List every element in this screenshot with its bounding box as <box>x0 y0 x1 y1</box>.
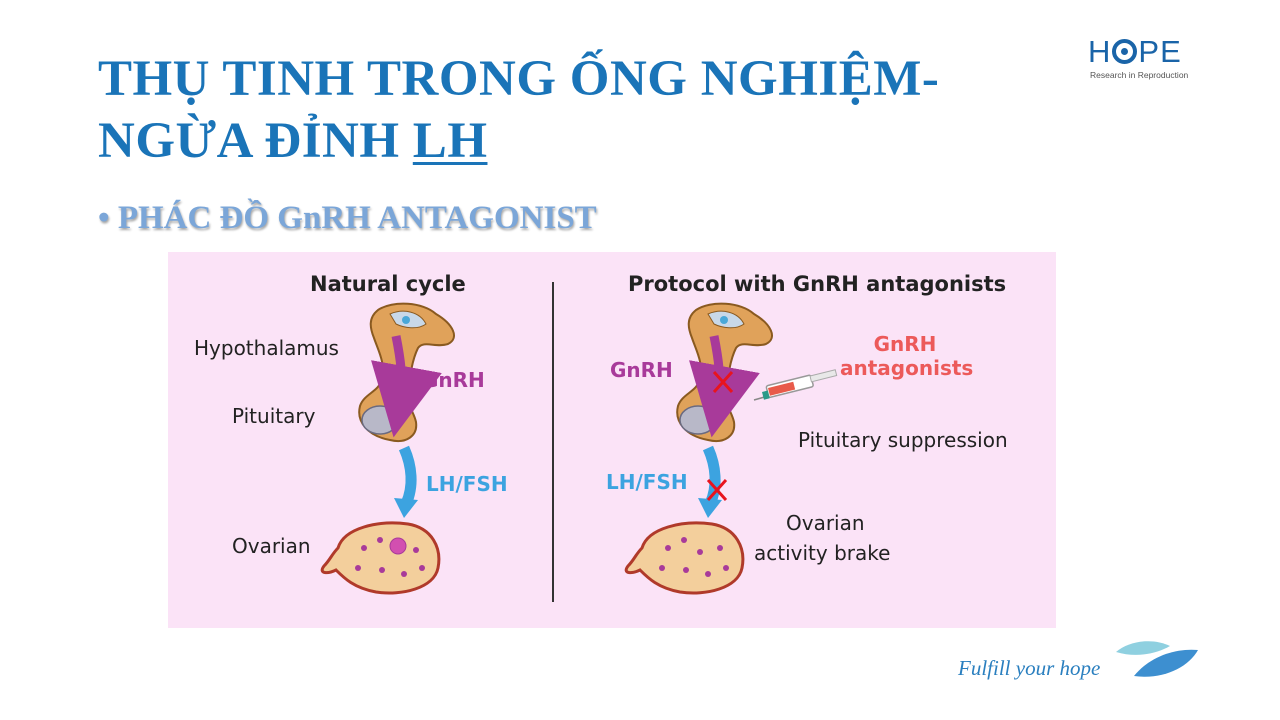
diagram-divider <box>552 282 554 602</box>
bullet-point: • PHÁC ĐỒ GnRH ANTAGONIST <box>98 200 597 237</box>
x-mark-icon <box>712 370 734 394</box>
right-brain-pituitary-illustration <box>676 302 773 442</box>
left-lhfsh-arrow <box>398 445 417 507</box>
logo-tagline: Research in Reproduction <box>1090 70 1189 80</box>
title-line-2: NGỪA ĐỈNH LH <box>98 110 939 172</box>
antagonist-label-line-2: antagonists <box>840 356 974 380</box>
logo-letter-h: H <box>1088 34 1112 69</box>
antagonist-label: GnRH antagonists <box>840 332 974 380</box>
eye-icon <box>1112 39 1138 64</box>
hope-logo: H PE Research in Reproduction <box>1088 36 1203 84</box>
left-lhfsh-label: LH/FSH <box>426 472 508 496</box>
right-heading: Protocol with GnRH antagonists <box>628 272 1007 296</box>
pituitary-label: Pituitary <box>232 404 316 428</box>
antagonist-label-line-1: GnRH <box>873 332 937 356</box>
ovarian-brake-label: Ovarian activity brake <box>754 508 890 568</box>
bullet-text: PHÁC ĐỒ GnRH ANTAGONIST <box>117 200 597 236</box>
right-lhfsh-label: LH/FSH <box>606 470 688 494</box>
right-lhfsh-arrowhead <box>698 498 722 518</box>
title-underlined-lh: LH <box>412 113 488 169</box>
x-mark-icon <box>706 478 728 502</box>
logo-wordmark: H PE <box>1088 36 1182 68</box>
left-brain-pituitary-illustration <box>358 302 455 442</box>
left-gnrh-label: GnRH <box>422 368 485 392</box>
bullet-marker: • <box>98 200 110 236</box>
title-line-1: THỤ TINH TRONG ỐNG NGHIỆM- <box>98 51 940 107</box>
left-ovarian-label: Ovarian <box>232 534 311 558</box>
ovarian-brake-line-2: activity brake <box>754 541 891 565</box>
leaf-logo-icon <box>1116 641 1198 677</box>
ovarian-brake-line-1: Ovarian <box>786 511 865 535</box>
left-heading: Natural cycle <box>310 272 466 296</box>
diagram-artwork <box>320 302 838 595</box>
title-line-2-text: NGỪA ĐỈNH <box>98 113 413 169</box>
hypothalamus-label: Hypothalamus <box>194 336 339 360</box>
left-ovary-illustration <box>320 521 441 595</box>
syringe-icon <box>753 369 838 401</box>
slide-title: THỤ TINH TRONG ỐNG NGHIỆM- NGỪA ĐỈNH LH <box>98 48 939 172</box>
logo-letters-pe: PE <box>1138 34 1182 69</box>
diagram-panel: Natural cycle Hypothalamus GnRH Pituitar… <box>168 252 1056 628</box>
right-ovary-illustration <box>624 521 745 595</box>
footer-slogan: Fulfill your hope <box>958 656 1101 680</box>
pituitary-suppression-label: Pituitary suppression <box>798 428 1008 452</box>
left-lhfsh-arrowhead <box>394 498 418 518</box>
right-gnrh-label: GnRH <box>610 358 673 382</box>
